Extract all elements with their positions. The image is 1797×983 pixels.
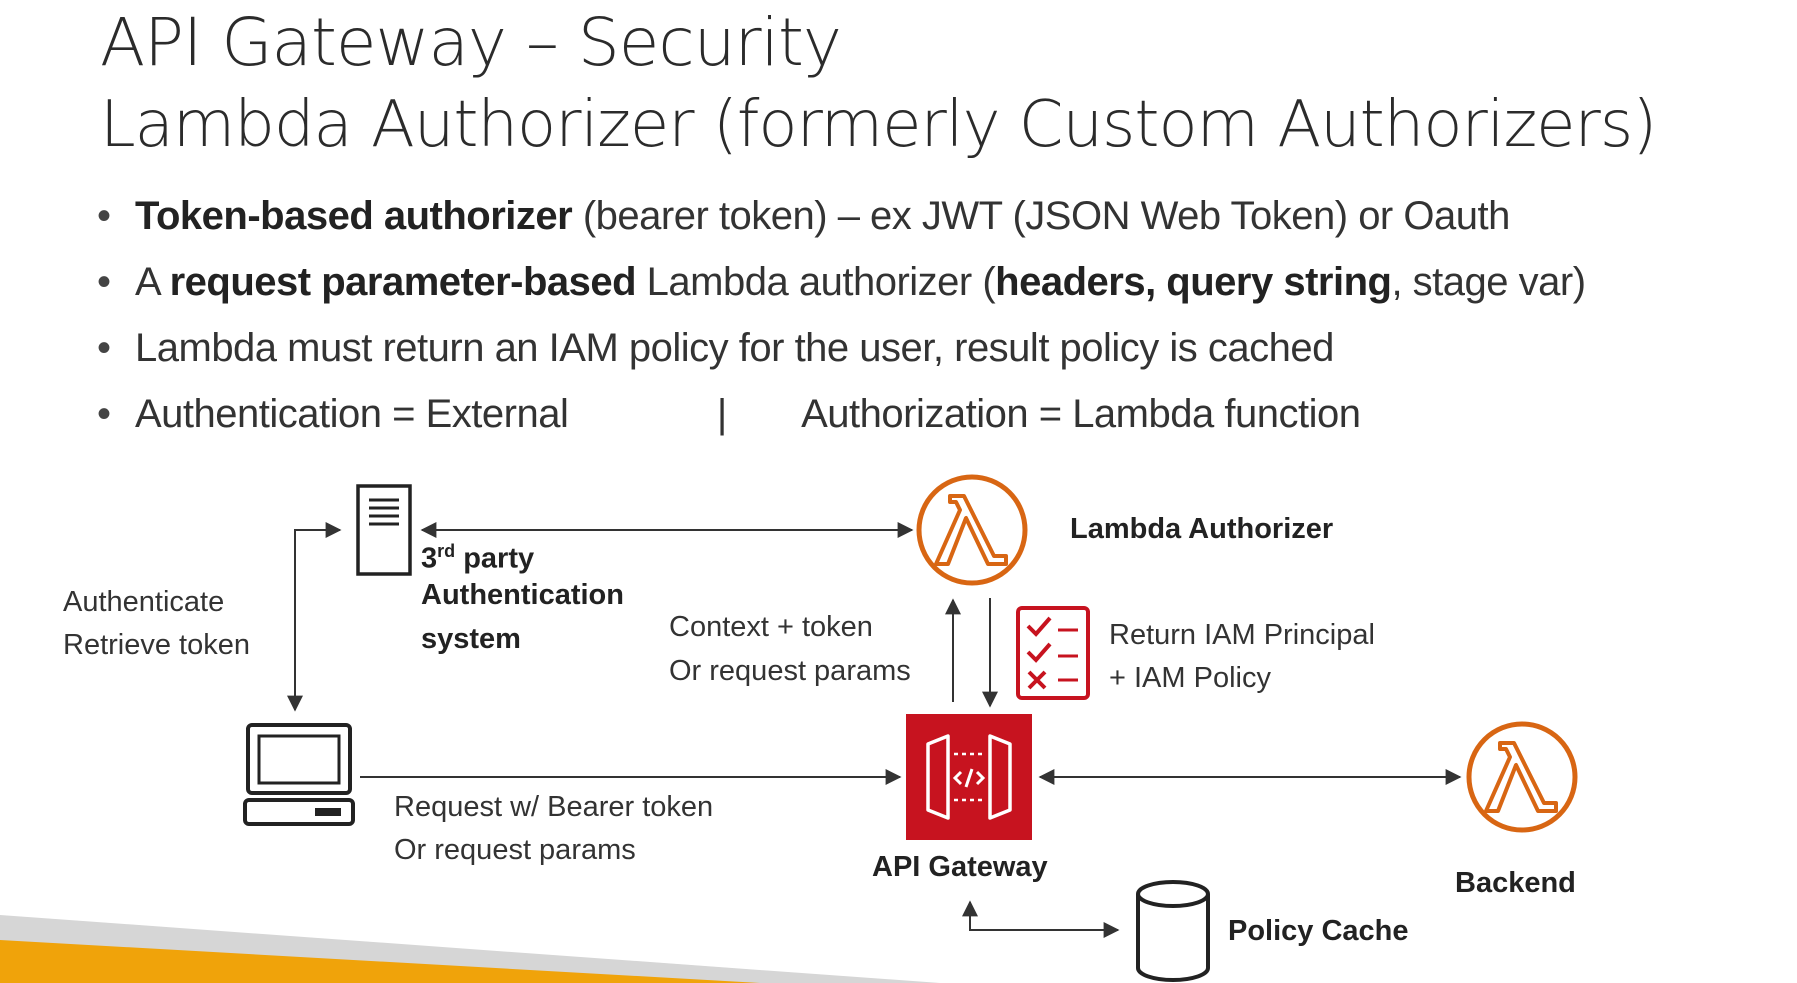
- slide-subtitle: Lambda Authorizer (formerly Custom Autho…: [100, 88, 1657, 162]
- request-label-line1: Request w/ Bearer token: [394, 791, 714, 823]
- slide-title: API Gateway – Security: [100, 4, 842, 81]
- lambda-authorizer-label: Lambda Authorizer: [1070, 513, 1334, 545]
- footer-decoration: [0, 915, 940, 983]
- bullet-item: Lambda must return an IAM policy for the…: [95, 324, 1586, 390]
- authenticate-label-line2: Retrieve token: [63, 629, 250, 661]
- api-gateway-icon: [906, 714, 1032, 840]
- bullet-item: Token-based authorizer (bearer token) – …: [95, 192, 1586, 258]
- database-icon: [1136, 880, 1210, 982]
- bullet-text: Lambda authorizer (: [636, 260, 996, 304]
- checklist-icon: [1016, 606, 1090, 700]
- arrows: [287, 522, 1462, 938]
- lambda-icon: [1466, 721, 1578, 833]
- bullet-text: , stage var): [1391, 260, 1586, 304]
- authenticate-label-line1: Authenticate: [63, 586, 225, 618]
- return-label-line2: + IAM Policy: [1109, 662, 1271, 694]
- bullet-text: A: [135, 260, 170, 304]
- bullet-text: Lambda must return an IAM policy for the…: [135, 326, 1334, 370]
- bullet-text-bold: headers, query string: [995, 260, 1392, 304]
- bullet-item: Authentication = External | Authorizatio…: [95, 390, 1586, 456]
- bullet-text: (bearer token) – ex JWT (JSON Web Token)…: [572, 194, 1510, 238]
- context-label-line2: Or request params: [669, 655, 911, 687]
- laptop-icon: [243, 723, 355, 826]
- bullet-text-bold: Token-based authorizer: [135, 194, 573, 238]
- bullet-separator: |: [568, 392, 802, 436]
- bullet-text: Authorization = Lambda function: [801, 392, 1361, 436]
- request-label-line2: Or request params: [394, 834, 636, 866]
- bullet-text-bold: request parameter-based: [169, 260, 637, 304]
- auth-system-label-line3: system: [421, 623, 521, 655]
- bullet-text: Authentication = External: [135, 392, 569, 436]
- auth-system-label-line2: Authentication: [421, 579, 624, 611]
- server-icon: [356, 484, 412, 576]
- bullet-list: Token-based authorizer (bearer token) – …: [95, 192, 1586, 456]
- auth-system-label-line1: 3rd party: [421, 541, 535, 575]
- return-label-line1: Return IAM Principal: [1109, 619, 1375, 651]
- context-label-line1: Context + token: [669, 611, 873, 643]
- backend-label: Backend: [1455, 867, 1576, 899]
- lambda-icon: [916, 474, 1028, 586]
- policy-cache-label: Policy Cache: [1228, 915, 1409, 947]
- api-gateway-label: API Gateway: [872, 851, 1048, 883]
- bullet-item: A request parameter-based Lambda authori…: [95, 258, 1586, 324]
